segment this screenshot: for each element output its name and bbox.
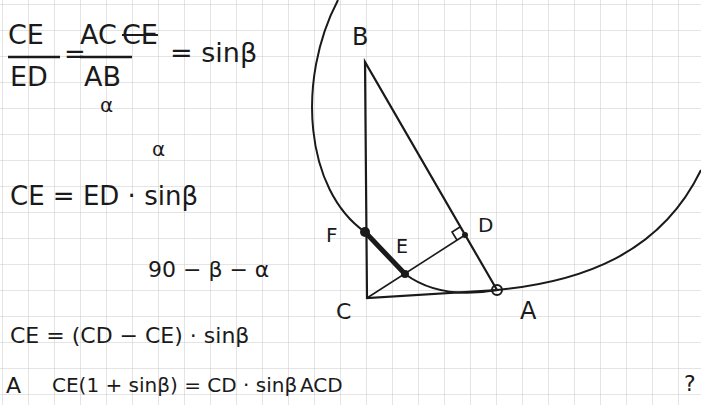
equation-text: 90 − β − α: [148, 258, 269, 282]
equation-text: ED: [10, 62, 48, 92]
right-angle-mark: [452, 227, 460, 240]
question-mark: ?: [684, 372, 696, 396]
point-label: C: [336, 300, 351, 324]
point-dot: [462, 232, 468, 238]
equation-text: CE: [8, 20, 44, 50]
point-dot: [360, 227, 370, 237]
equation-text: AB: [84, 62, 121, 92]
circle-arc: [312, 0, 701, 293]
equation-text: = sinβ: [170, 38, 257, 68]
point-label: A: [520, 298, 536, 324]
struck-text: CE: [122, 20, 158, 50]
equation-text: CE(1 + sinβ) = CD · sinβ: [52, 374, 297, 396]
point-label: F: [326, 224, 338, 246]
fraction-bar: [80, 56, 132, 59]
point-label: D: [478, 214, 493, 236]
fraction-bar: [8, 56, 60, 59]
point-dot: [492, 285, 502, 295]
segment-cd: [367, 235, 465, 298]
point-label: A: [6, 374, 21, 398]
point-label: B: [352, 24, 368, 50]
equation-text: ACD: [300, 374, 343, 396]
equation-text: CE = (CD − CE) · sinβ: [10, 324, 249, 348]
equation-text: AC: [80, 20, 117, 50]
angle-symbol: α: [100, 94, 113, 116]
angle-symbol: α: [152, 138, 165, 160]
equation-text: CE = ED · sinβ: [10, 182, 198, 211]
triangle: [365, 62, 497, 298]
point-dot: [401, 270, 409, 278]
point-label: E: [396, 236, 408, 257]
